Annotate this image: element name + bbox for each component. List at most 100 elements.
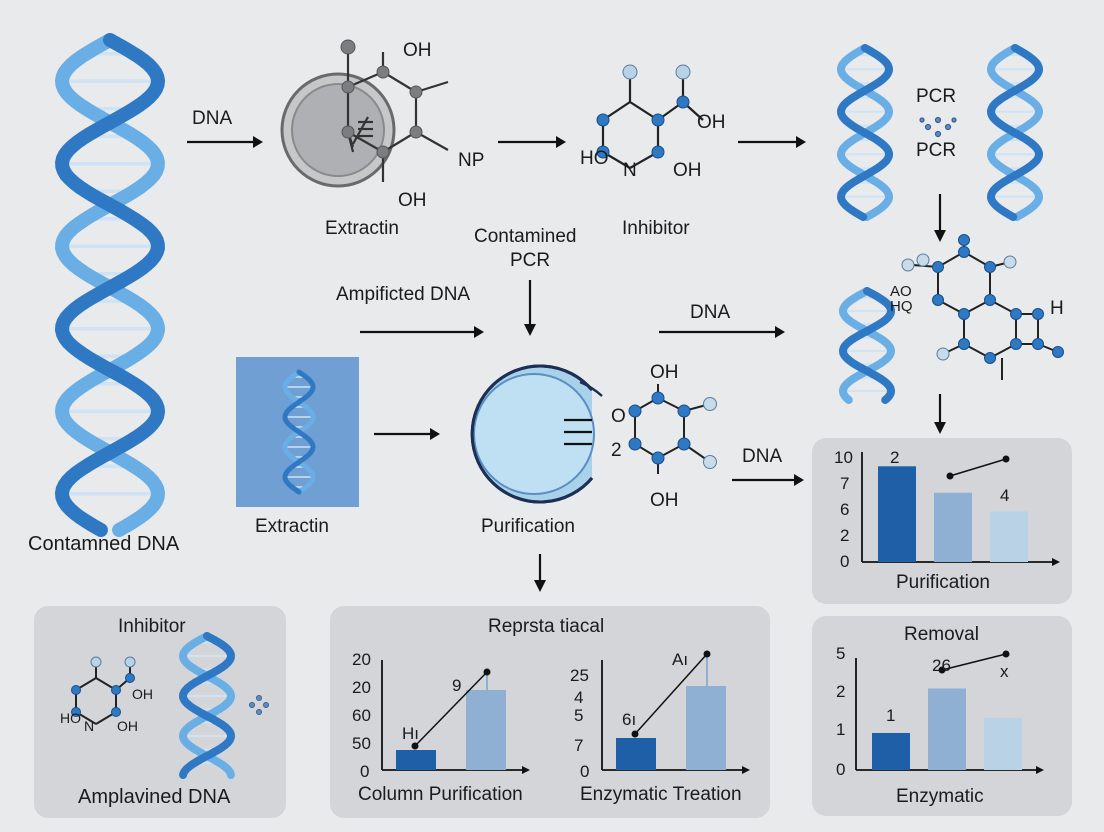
- purification-chart: [861, 452, 1060, 566]
- chart-x-axis-arrow: [522, 766, 530, 774]
- inhibitor-panel-n: N: [84, 718, 95, 734]
- enzymatic-treation-caption: Enzymatic Treation: [580, 784, 742, 805]
- dna-arrow-label-1: DNA: [192, 108, 233, 129]
- inhibitor-top-label: Inhibitor: [622, 218, 690, 239]
- arrow-inhibitor-to-pcr: [738, 136, 806, 148]
- et-ytick-3: 7: [574, 736, 584, 755]
- rm-ytick-0: 5: [836, 644, 846, 663]
- inhibitor-panel-helix-icon: [178, 632, 236, 779]
- pc-ytick-2: 6: [840, 500, 850, 519]
- removal-panel-caption: Enzymatic: [896, 786, 984, 807]
- mol3-2-label: 2: [611, 440, 622, 461]
- purification-molecule-icon: [628, 384, 717, 474]
- purification-bar: [878, 466, 916, 562]
- dna-arrow-label-2: DNA: [690, 302, 731, 323]
- contamned-pcr-label-2: PCR: [510, 250, 551, 271]
- rm-annot-1: 1: [886, 706, 896, 725]
- et-annot-6: 6ı: [622, 710, 637, 729]
- purification-bar: [934, 492, 972, 562]
- trend-point: [631, 730, 639, 738]
- inhibitor-panel-caption: Amplavined DNA: [78, 786, 231, 808]
- extraction-molecule-icon: [280, 39, 449, 188]
- inhibitor-panel-oh-1: OH: [132, 686, 153, 702]
- enzymatic-treation-bar: [616, 738, 656, 770]
- inhibitor-panel-small-molecule-icon: [249, 695, 269, 715]
- purification-chart-title: Purification: [896, 572, 990, 593]
- ampificted-dna-label: Ampificted DNA: [336, 284, 471, 305]
- arrow-extraction-to-inhibitor: [498, 136, 566, 148]
- pc-ytick-0: 10: [834, 448, 853, 467]
- cp-ytick-0: 20: [352, 650, 371, 669]
- pc-ytick-1: 7: [840, 474, 850, 493]
- trend-point: [483, 668, 491, 676]
- helix-strand-a: [836, 44, 894, 221]
- removal-bar: [984, 718, 1022, 770]
- contamned-dna-label: Contamned DNA: [28, 533, 180, 555]
- mid-right-dna-helix-icon: [838, 287, 896, 404]
- column-purification-bar: [396, 750, 436, 770]
- pcr-dna-helix-left-icon: [836, 44, 894, 221]
- helix-strand-b: [838, 287, 896, 404]
- cp-ytick-3: 50: [352, 734, 371, 753]
- pcr-bottom-label: PCR: [916, 140, 957, 161]
- large-dna-helix-icon: [54, 33, 166, 537]
- purification-column-icon: [470, 364, 603, 504]
- mol3-oh-label-2: OH: [650, 490, 679, 511]
- trend-point: [946, 472, 954, 480]
- rm-ytick-1: 2: [836, 682, 846, 701]
- arrow-extraction-to-purification: [374, 428, 440, 440]
- mol4-hq-label: HQ: [890, 298, 913, 315]
- rm-annot-26: 26: [932, 656, 951, 675]
- inhibitor-panel-molecule-icon: [71, 656, 136, 725]
- extraction-box-helix-icon: [282, 369, 316, 495]
- pcr-top-label: PCR: [916, 86, 957, 107]
- enzymatic-treation-chart: [601, 650, 750, 774]
- et-annot-a: Aı: [672, 650, 689, 669]
- trend-point: [1002, 650, 1010, 658]
- helix-strand-a: [986, 44, 1044, 221]
- dna-arrow-label-3: DNA: [742, 446, 783, 467]
- arrow-purification-to-dna: [659, 326, 785, 338]
- trend-point: [411, 742, 419, 750]
- helix-strand-a: [282, 369, 316, 495]
- mol-oh-label-1: OH: [403, 40, 432, 61]
- pc-ytick-4: 0: [840, 552, 850, 571]
- helix-strand-a: [54, 33, 166, 537]
- extractin-mid-label: Extractin: [255, 516, 329, 537]
- arrow-dna-to-extraction: [187, 136, 263, 148]
- enzymatic-treation-bar: [686, 686, 726, 770]
- column-purification-chart: [381, 660, 530, 774]
- trend-line: [414, 671, 488, 747]
- mol2-n-label: N: [623, 160, 637, 181]
- arrow-purification-down: [534, 554, 546, 592]
- et-ytick-1: 4: [574, 688, 584, 707]
- pc-bar-label-3: 4: [1000, 486, 1010, 505]
- inhibitor-panel-ho: HO: [60, 710, 81, 726]
- cp-ytick-4: 0: [360, 762, 370, 781]
- mid-right-molecule-icon: [901, 234, 1064, 380]
- mol2-oh-label-1: OH: [697, 112, 726, 133]
- mol2-oh-label-2: OH: [673, 160, 702, 181]
- arrow-pcr-down: [934, 194, 946, 242]
- pc-ytick-3: 2: [840, 526, 850, 545]
- chart-x-axis-arrow: [1052, 558, 1060, 566]
- representative-panel-title: Reprsta tiacal: [488, 616, 605, 637]
- arrow-to-purification-chart: [934, 394, 946, 434]
- trend-line: [941, 653, 1007, 671]
- removal-bar: [872, 732, 910, 770]
- purification-bar: [990, 511, 1028, 562]
- et-ytick-0: 25: [570, 666, 589, 685]
- et-ytick-2: 5: [574, 706, 584, 725]
- inhibitor-panel-title: Inhibitor: [118, 616, 186, 637]
- cp-annot-h: Hı: [402, 724, 419, 743]
- pc-bar-label-1: 2: [890, 448, 900, 467]
- mol3-o-label: O: [611, 406, 626, 427]
- arrow-to-chart: [732, 474, 804, 486]
- inhibitor-panel-oh-2: OH: [117, 718, 138, 734]
- chart-x-axis-arrow: [742, 766, 750, 774]
- mol2-ho-label: HO: [580, 148, 609, 169]
- cp-annot-9: 9: [452, 676, 462, 695]
- mol4-ao-label: AO: [890, 283, 912, 300]
- removal-panel-title: Removal: [904, 624, 979, 645]
- purification-mid-label: Purification: [481, 516, 575, 537]
